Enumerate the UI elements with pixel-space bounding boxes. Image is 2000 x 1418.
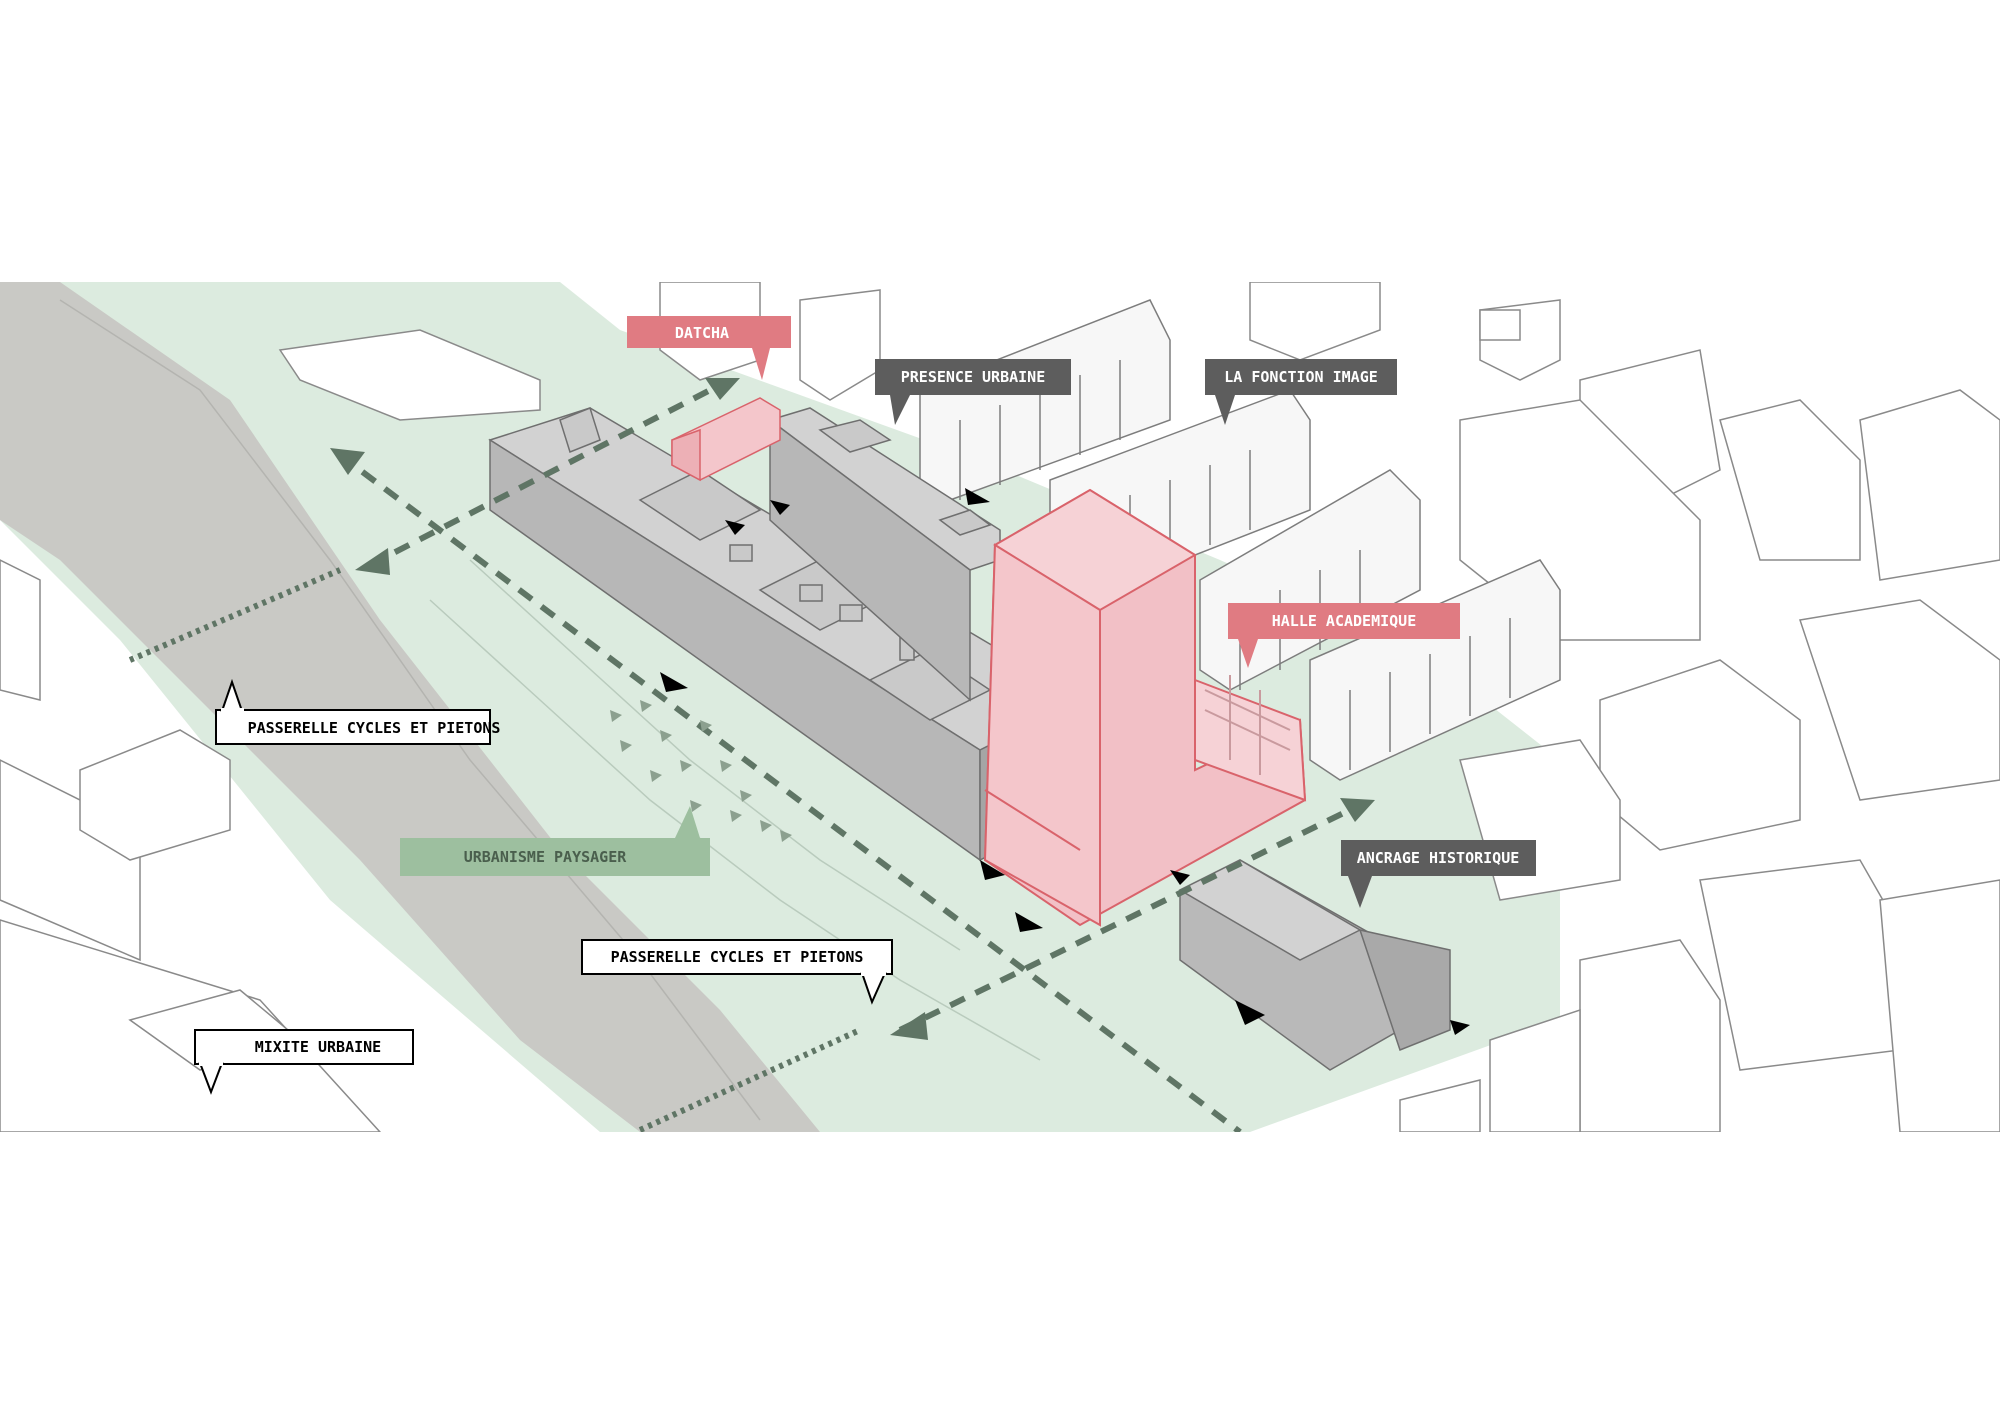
label-presence-urbaine: PRESENCE URBAINE [875,359,1071,425]
circulation-paths [338,382,1362,1132]
label-presence-urbaine-text: PRESENCE URBAINE [901,368,1046,386]
pedestrian-crossings [128,567,862,1132]
label-datcha-text: DATCHA [675,324,729,342]
label-mixite-urbaine-text: MIXITE URBAINE [255,1038,381,1056]
label-passerelle-right-text: PASSERELLE CYCLES ET PIETONS [611,948,864,966]
river [0,282,820,1132]
label-urbanisme-paysager-text: URBANISME PAYSAGER [464,848,628,866]
left-bank-buildings [0,559,382,1132]
label-datcha: DATCHA [627,316,791,380]
map-band [0,282,2000,1132]
city-buildings [278,282,2000,1132]
label-ancrage-historique: ANCRAGE HISTORIQUE [1341,840,1536,908]
pink-tower [983,488,1307,927]
label-fonction-image-text: LA FONCTION IMAGE [1224,368,1378,386]
path-arrowheads [330,378,1375,1040]
label-urbanisme-paysager: URBANISME PAYSAGER [400,806,710,876]
label-halle-academique: HALLE ACADEMIQUE [1228,603,1460,668]
label-passerelle-left-text: PASSERELLE CYCLES ET PIETONS [248,719,501,737]
landscape-markers [610,700,792,842]
label-passerelle-right: PASSERELLE CYCLES ET PIETONS [581,939,893,1005]
label-passerelle-left: PASSERELLE CYCLES ET PIETONS [215,678,501,745]
label-ancrage-historique-text: ANCRAGE HISTORIQUE [1357,849,1520,867]
label-mixite-urbaine: MIXITE URBAINE [194,1029,414,1095]
label-fonction-image: LA FONCTION IMAGE [1205,359,1397,425]
historic-building [1178,859,1451,1071]
label-halle-academique-text: HALLE ACADEMIQUE [1272,612,1417,630]
entrance-markers [660,488,1470,1035]
datcha-building [671,397,781,482]
